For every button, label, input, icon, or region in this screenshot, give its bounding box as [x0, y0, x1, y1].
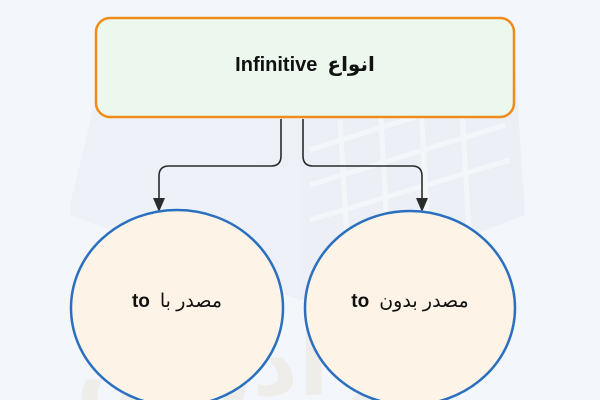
root-label-en: Infinitive: [235, 54, 318, 76]
root-node-label: انواع Infinitive: [95, 52, 515, 77]
child-node-right-ellipse: [303, 209, 517, 400]
child-node-left-ellipse: [69, 208, 285, 400]
root-label-fa: انواع: [327, 54, 375, 76]
arrowhead-left-icon: [153, 198, 165, 212]
connector-right: [302, 119, 423, 200]
child-node-right-label: مصدر بدون to: [300, 290, 520, 313]
child-node-left-label: مصدر با to: [72, 290, 282, 313]
root-node-box: [94, 16, 516, 119]
right-label-fa: مصدر بدون: [379, 291, 469, 312]
left-label-fa: مصدر با: [159, 291, 223, 312]
connectors: [158, 119, 423, 200]
arrowhead-right-icon: [416, 198, 428, 212]
left-label-en: to: [131, 291, 150, 312]
right-label-en: to: [351, 291, 370, 312]
connector-left: [158, 119, 282, 200]
